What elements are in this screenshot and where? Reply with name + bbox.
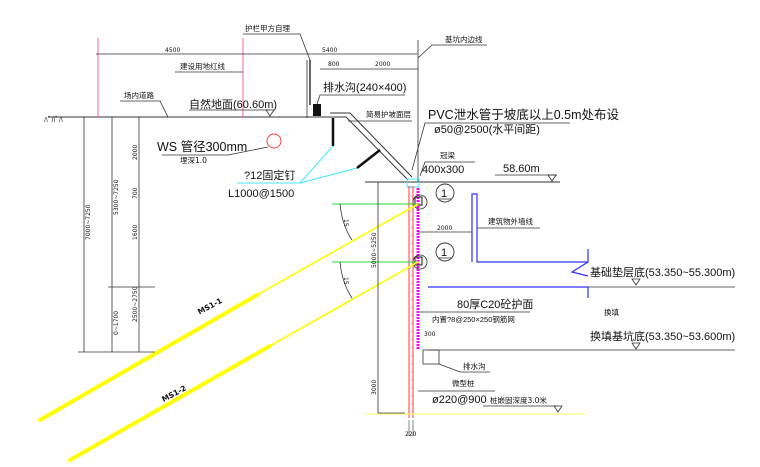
ground-surface: [48, 112, 560, 183]
guardrail-label: 护栏甲方自理: [245, 23, 290, 33]
red-boundary-lines: [97, 38, 244, 118]
detail-marker-1-number: 1: [441, 188, 447, 200]
dim-5400: 5400: [322, 47, 337, 54]
shotcrete-label-1: 80厚C20砼护面: [457, 297, 533, 311]
ws-depth-label: 埋深1.0: [180, 155, 207, 165]
dim-800: 800: [328, 61, 340, 68]
dim-seg-2000: 2000: [132, 145, 139, 160]
angle-label-2: 15: [342, 277, 349, 285]
anchor-label-ms1-1: MS1-1: [196, 296, 224, 316]
left-dimension-lines: [78, 117, 405, 414]
angle-arc-1: [339, 203, 353, 241]
drain-ditch-bottom: [422, 349, 440, 365]
guardrail-leader: [243, 33, 311, 61]
ws-pipe-circle: [266, 133, 282, 149]
drain-ditch-label: 排水沟: [463, 361, 486, 371]
pvc-label-line1: PVC泄水管于坡底以上0.5m处布设: [428, 107, 619, 122]
dim-2000-top: 2000: [375, 61, 390, 68]
dim-220: 220: [405, 431, 417, 438]
crown-beam-size: 400x300: [422, 164, 464, 176]
angle-label-1: 15: [342, 219, 349, 227]
boundary-line-label: 建设用地红线: [180, 61, 225, 71]
fixing-nail-2: [356, 149, 381, 169]
dim-lower-depth: 0~1700: [113, 311, 120, 335]
crown-beam: [406, 178, 420, 188]
foundation-bottom-label: 基础垫层底(53.350~55.300m): [590, 265, 735, 279]
elevation-top-label: 58.60m: [503, 163, 540, 175]
backfill-label: 换填: [604, 307, 619, 317]
micro-pile-wall: [408, 186, 420, 418]
elevation-marker: [265, 109, 275, 117]
dim-seg-700: 700: [132, 187, 139, 199]
building-wall-label: 建筑物外墙线: [488, 216, 533, 226]
detail-marker-2: [435, 242, 455, 262]
pvc-label-line2: ø50@2500(水平间距): [434, 123, 540, 136]
detail-marker-1: [435, 183, 455, 203]
dim-4500: 4500: [165, 47, 180, 54]
backfill-bottom-label: 换填基坑底(53.350~53.600m): [590, 329, 735, 343]
dim-upper-depth: 5300~7250: [113, 179, 120, 215]
natural-ground-label: 自然地面(60.60m): [189, 97, 277, 111]
drain-ditch-block: [313, 104, 321, 116]
anchor-ms1-2: [68, 261, 419, 462]
detail-marker-2-number: 1: [441, 247, 447, 259]
angle-arc-2: [339, 261, 353, 299]
road-label: 场内道路: [124, 90, 154, 100]
anchor-head-1: [412, 194, 428, 210]
shotcrete-label-2: 内置?8@250×250钢筋网: [432, 314, 515, 324]
dim-total-depth: 7000~7250: [85, 204, 92, 240]
micro-pile-label: 微型桩: [452, 378, 475, 388]
anchor-ms1-1: [38, 203, 419, 422]
dim-300: 300: [424, 331, 436, 338]
pile-spec-label: ø220@900: [432, 394, 487, 406]
dim-2000-building: 2000: [437, 225, 452, 232]
dim-seg-3000: 3000: [371, 380, 378, 395]
dim-seg-1600: 1600: [132, 225, 139, 240]
pile-embed-label: 桩嵌固深度3.0米: [490, 395, 547, 405]
simple-slope-label: 简易护坡面层: [366, 109, 411, 119]
dim-pile-range: 5000~5250: [371, 232, 378, 268]
pit-inner-edge-label: 基坑内边线: [445, 34, 483, 44]
drain-ditch-top-label: 排水沟(240×400): [323, 80, 406, 94]
top-dimension-lines: [96, 40, 419, 182]
crown-beam-label: 冠梁: [440, 151, 455, 160]
nail-label-2: L1000@1500: [228, 188, 294, 200]
ws-pipe-label: WS 管径300mm: [157, 139, 247, 154]
nail-label-1: ?12固定钉: [244, 168, 295, 182]
soil-hatch: ﾊﾞﾊﾞﾊ: [44, 115, 63, 124]
dim-seg-2500: 2500~2750: [132, 286, 139, 322]
